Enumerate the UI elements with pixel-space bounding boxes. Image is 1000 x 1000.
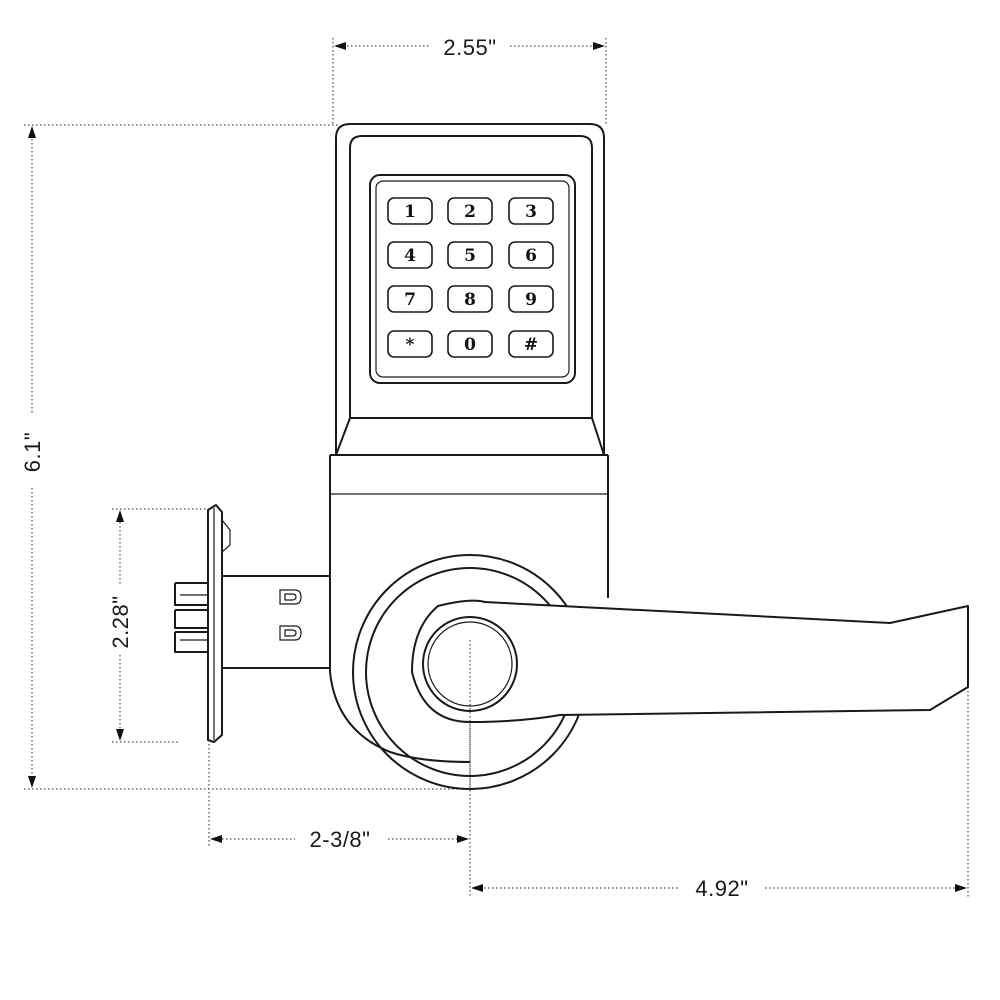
key-label: 5 [464,246,476,266]
key-label: 7 [404,290,416,310]
backset-label: 2-3/8" [310,827,371,852]
key-label: 8 [464,290,476,310]
keypad-key-1[interactable]: 1 [387,197,433,225]
key-label: 3 [525,202,537,222]
key-cap [447,285,493,313]
dimension-plate: 2.28" [108,508,210,743]
key-cap [387,285,433,313]
keypad-key-star[interactable]: * [387,330,433,358]
keypad-key-0[interactable]: 0 [447,330,493,358]
key-cap [387,197,433,225]
key-cap [508,241,554,269]
keypad-key-2[interactable]: 2 [447,197,493,225]
key-label: 2 [464,202,476,222]
lever-label: 4.92" [695,876,748,901]
keypad-key-6[interactable]: 6 [508,241,554,269]
keypad-keys: 1 2 3 4 5 6 7 8 9 * 0 # [387,197,554,358]
keypad-key-4[interactable]: 4 [387,241,433,269]
lever-handle [411,599,969,723]
key-cap [447,197,493,225]
keypad-key-7[interactable]: 7 [387,285,433,313]
dimension-backset: 2-3/8" [208,740,469,852]
key-cap [387,241,433,269]
key-cap [508,285,554,313]
width-label: 2.55" [443,35,496,60]
key-label: 1 [404,202,416,222]
latch-assembly [174,504,330,743]
key-cap [447,241,493,269]
lock-body [329,123,609,763]
dimension-height: 6.1" [20,124,470,790]
dimension-width: 2.55" [332,35,607,125]
keypad-key-5[interactable]: 5 [447,241,493,269]
keypad [369,174,576,384]
key-cap [387,330,433,358]
height-label: 6.1" [20,432,45,472]
key-label: 0 [464,335,476,355]
key-cap [508,330,554,358]
key-cap [447,330,493,358]
key-label: * [406,335,415,355]
key-label: 6 [525,246,537,266]
keypad-key-3[interactable]: 3 [508,197,554,225]
keypad-key-hash[interactable]: # [508,330,554,358]
key-cap [508,197,554,225]
keypad-key-9[interactable]: 9 [508,285,554,313]
key-label: 9 [525,290,537,310]
key-label: 4 [404,246,416,266]
key-label: # [524,335,538,355]
keypad-key-8[interactable]: 8 [447,285,493,313]
plate-label: 2.28" [108,595,133,648]
